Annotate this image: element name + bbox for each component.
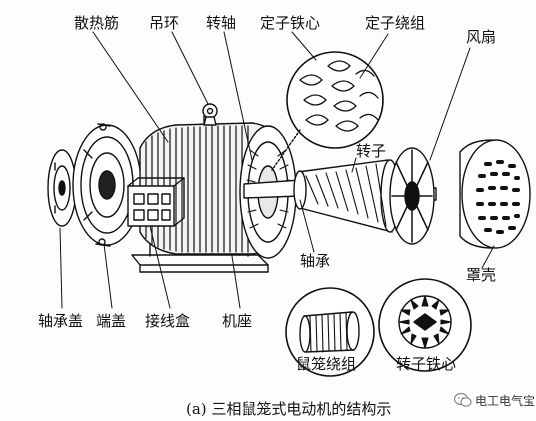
label-heat-sink: 散热筋 [74, 14, 120, 32]
fan-cover-part [459, 139, 531, 249]
label-fan: 风扇 [466, 28, 497, 46]
leader-lines [59, 31, 495, 309]
end-cover-part [72, 123, 142, 247]
label-stator-winding: 定子绕组 [365, 14, 426, 32]
watermark: 电工电气宝 [452, 389, 536, 411]
label-bearing: 轴承 [300, 252, 331, 270]
label-frame: 机座 [222, 312, 253, 330]
label-shaft: 转轴 [206, 14, 237, 32]
label-end-cover: 端盖 [96, 312, 127, 330]
label-fan-cover: 罩壳 [466, 266, 497, 284]
label-bearing-cover: 轴承盖 [38, 312, 84, 330]
bearing-cover-part [47, 149, 77, 227]
figure-caption: (a) 三相鼠笼式电动机的结构示 [186, 400, 392, 418]
label-junction-box: 接线盒 [145, 312, 191, 330]
label-rotor-core: 转子铁心 [396, 355, 457, 373]
chat-bubble-icon [454, 392, 472, 407]
rotor-assembly-part [243, 159, 437, 233]
label-stator-core: 定子铁心 [260, 14, 321, 32]
fan-part [389, 147, 435, 245]
label-rotor: 转子 [356, 142, 387, 160]
rotor-core-magnified-view [378, 278, 472, 372]
squirrel-cage-magnified-view [285, 287, 375, 377]
stator-core-magnified-view [271, 51, 384, 171]
label-lifting-ring: 吊环 [149, 14, 180, 32]
watermark-text: 电工电气宝 [475, 393, 536, 408]
label-squirrel-cage-winding: 鼠笼绕组 [296, 355, 357, 373]
